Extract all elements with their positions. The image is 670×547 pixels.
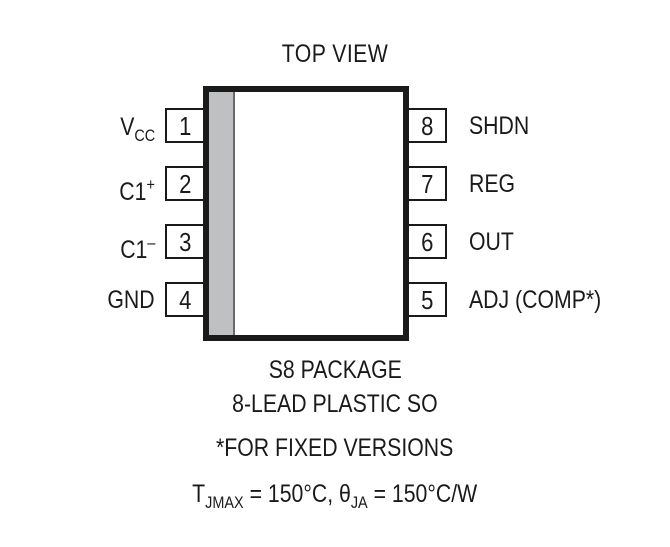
pin-4-label: GND — [107, 286, 155, 314]
pin-3-box: 3 — [165, 224, 203, 259]
diagram-title: TOP VIEW — [281, 40, 389, 68]
pin-6-box: 6 — [409, 224, 447, 259]
pin-8-label: SHDN — [469, 112, 530, 140]
footnote: *FOR FIXED VERSIONS — [216, 434, 454, 462]
pin1-indicator-stripe — [209, 92, 235, 335]
pin-8-box: 8 — [409, 108, 447, 143]
ic-package-body — [203, 86, 409, 341]
package-name: S8 PACKAGE — [268, 356, 402, 384]
pin-2-label: C1+ — [119, 175, 155, 206]
pin-3-label: C1– — [119, 233, 155, 264]
pin-7-label: REG — [469, 170, 516, 198]
pin-6-label: OUT — [469, 228, 514, 256]
pin-5-label: ADJ (COMP*) — [469, 286, 602, 314]
pin-2-box: 2 — [165, 166, 203, 201]
pin-5-box: 5 — [409, 282, 447, 317]
thermal-spec: TJMAX = 150°C, θJA = 150°C/W — [192, 480, 478, 512]
pin-4-box: 4 — [165, 282, 203, 317]
package-description: 8-LEAD PLASTIC SO — [232, 390, 438, 418]
pin-1-box: 1 — [165, 108, 203, 143]
pin-1-label: VCC — [119, 113, 155, 145]
pin-7-box: 7 — [409, 166, 447, 201]
